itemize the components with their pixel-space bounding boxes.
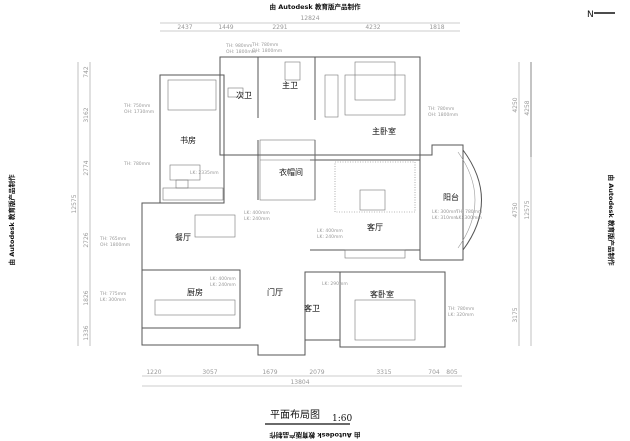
svg-text:1679: 1679: [262, 369, 277, 376]
svg-text:3057: 3057: [202, 369, 217, 376]
svg-text:LK: 240mm: LK: 240mm: [317, 234, 343, 240]
north-arrow-icon: N: [587, 10, 615, 20]
furniture: [154, 61, 416, 341]
svg-text:1818: 1818: [429, 24, 444, 31]
svg-text:1220: 1220: [146, 369, 161, 376]
right-dimensions: 4250 4750 3175 4258 12575: [512, 62, 532, 346]
svg-text:LK: 400mm: LK: 400mm: [244, 210, 270, 216]
room-balcony: 阳台: [443, 192, 459, 202]
watermark-left: 由 Autodesk 教育版产品制作: [7, 174, 16, 266]
svg-text:1826: 1826: [83, 290, 90, 305]
svg-text:LK: 310mm: LK: 310mm: [432, 215, 458, 221]
svg-text:2079: 2079: [309, 369, 324, 376]
svg-text:OH: 1800mm: OH: 1800mm: [100, 242, 130, 248]
svg-text:805: 805: [446, 369, 458, 376]
svg-text:OH: 1730mm: OH: 1730mm: [124, 109, 154, 115]
svg-text:N: N: [587, 10, 594, 20]
room-dining: 餐厅: [175, 233, 191, 242]
svg-text:TH: 750mm: TH: 750mm: [123, 103, 150, 109]
room-labels: 书房 次卫 主卫 主卧室 衣帽间 餐厅 客厅 阳台 厨房 门厅 客卫 客卧室: [175, 80, 459, 313]
svg-text:TH: 780mm: TH: 780mm: [427, 106, 454, 112]
svg-text:TH: 780mm: TH: 780mm: [447, 306, 474, 312]
svg-text:OH: 1800mm: OH: 1800mm: [428, 112, 458, 118]
svg-text:4232: 4232: [365, 24, 380, 31]
svg-text:LK: 400mm: LK: 400mm: [317, 228, 343, 234]
svg-text:TH: 780mm: TH: 780mm: [123, 161, 150, 167]
svg-text:3315: 3315: [376, 369, 391, 376]
room-living: 客厅: [367, 222, 383, 232]
svg-text:LK: 300mm: LK: 300mm: [100, 297, 126, 303]
svg-text:4250: 4250: [512, 97, 519, 112]
room-kitchen: 厨房: [187, 287, 203, 297]
svg-text:2437: 2437: [177, 24, 192, 31]
top-dimensions: 12824 2437 1449 2291 4232 1818: [160, 15, 460, 32]
svg-text:2726: 2726: [83, 232, 90, 247]
svg-text:LK: 240mm: LK: 240mm: [244, 216, 270, 222]
room-master-bath: 主卫: [282, 80, 298, 90]
drawing-scale: 1:60: [332, 414, 352, 424]
left-dimensions: 12575 742 3162 2774 2726 1826 1336: [71, 62, 91, 346]
svg-text:704: 704: [428, 369, 440, 376]
svg-text:2774: 2774: [83, 160, 90, 175]
room-guest-bath: 客卫: [304, 303, 320, 313]
room-study: 书房: [180, 135, 196, 145]
svg-text:OH: 1800mm: OH: 1800mm: [252, 48, 282, 54]
svg-text:4750: 4750: [512, 202, 519, 217]
svg-text:4258: 4258: [524, 100, 531, 115]
room-second-bath: 次卫: [236, 90, 252, 100]
svg-text:LK: 400mm: LK: 400mm: [210, 276, 236, 282]
svg-text:3162: 3162: [83, 107, 90, 122]
svg-text:742: 742: [83, 66, 90, 78]
svg-text:LK: 240mm: LK: 240mm: [210, 282, 236, 288]
svg-text:1336: 1336: [83, 325, 90, 340]
svg-text:3175: 3175: [512, 307, 519, 322]
room-closet: 衣帽间: [279, 167, 303, 177]
svg-text:12575: 12575: [71, 194, 78, 213]
annotations: TH: 980mm OH: 1800mm TH: 780mm OH: 1800m…: [99, 42, 482, 318]
svg-text:TH: 775mm: TH: 775mm: [99, 291, 126, 297]
svg-text:TH: 765mm: TH: 765mm: [99, 236, 126, 242]
watermark-right: 由 Autodesk 教育版产品制作: [607, 174, 616, 266]
svg-text:LK: 300mm: LK: 300mm: [432, 209, 458, 215]
room-foyer: 门厅: [267, 287, 283, 297]
bottom-dimensions: 1220 3057 1679 2079 3315 704 805 13804: [142, 369, 462, 387]
svg-text:TH: 780mm: TH: 780mm: [455, 209, 482, 215]
svg-text:13804: 13804: [290, 379, 309, 386]
room-guest-bedroom: 客卧室: [370, 289, 394, 299]
svg-text:LK: 290mm: LK: 290mm: [322, 281, 348, 287]
svg-text:12824: 12824: [300, 15, 319, 22]
svg-text:LK: 2335mm: LK: 2335mm: [190, 170, 219, 176]
svg-text:LK: 300mm: LK: 300mm: [456, 215, 482, 221]
watermark-bottom: 由 Autodesk 教育版产品制作: [269, 431, 361, 440]
svg-text:2291: 2291: [272, 24, 287, 31]
svg-text:12575: 12575: [524, 200, 531, 219]
drawing-title: 平面布局图: [270, 409, 320, 421]
svg-text:OH: 1800mm: OH: 1800mm: [226, 49, 256, 55]
svg-text:TH: 980mm: TH: 980mm: [225, 43, 252, 49]
svg-text:1449: 1449: [218, 24, 233, 31]
svg-text:TH: 780mm: TH: 780mm: [251, 42, 278, 48]
room-master-bedroom: 主卧室: [372, 126, 396, 136]
svg-text:LK: 320mm: LK: 320mm: [448, 312, 474, 318]
watermark-top: 由 Autodesk 教育版产品制作: [269, 2, 361, 11]
